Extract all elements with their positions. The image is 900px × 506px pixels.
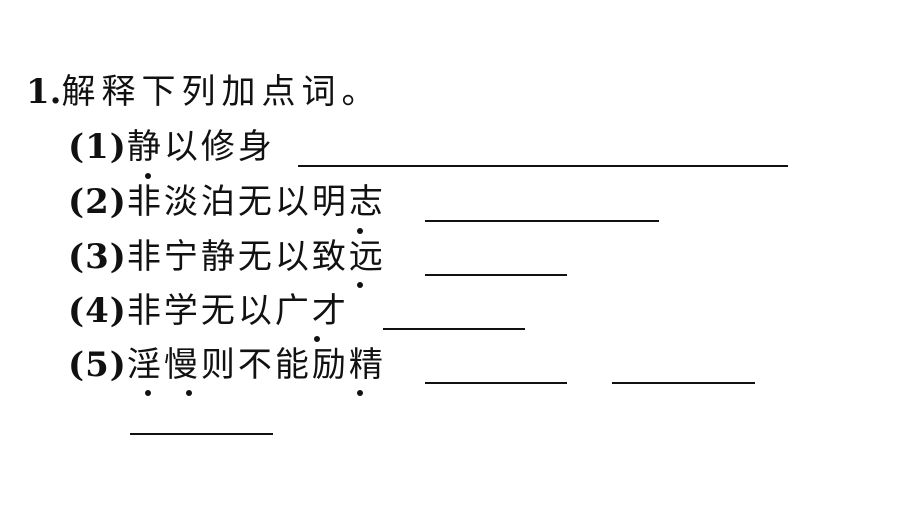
- item-4: (4)非学无以广才: [68, 291, 349, 331]
- item-2: (2)非淡泊无以明志: [68, 182, 386, 222]
- answer-blank-1[interactable]: [298, 165, 788, 167]
- question-title: 1.解释下列加点词。: [26, 72, 382, 112]
- item-label: (5): [68, 345, 127, 385]
- item-phrase: 非宁静无以致远: [126, 237, 386, 277]
- item-phrase: 非淡泊无以明志: [126, 182, 386, 222]
- emphasis-dot: [357, 390, 363, 396]
- item-phrase: 非学无以广才: [126, 291, 349, 331]
- question-number: 1.: [26, 72, 62, 112]
- item-label: (3): [68, 237, 127, 277]
- item-5: (5)淫慢则不能励精: [68, 345, 386, 385]
- answer-blank-5a[interactable]: [425, 382, 567, 384]
- answer-blank-4[interactable]: [383, 328, 525, 330]
- emphasis-dot: [145, 390, 151, 396]
- item-3: (3)非宁静无以致远: [68, 237, 386, 277]
- emphasis-dot: [357, 282, 363, 288]
- question-prompt: 解释下列加点词。: [61, 72, 382, 112]
- item-label: (1): [68, 127, 127, 167]
- item-phrase: 静以修身: [126, 127, 275, 167]
- answer-blank-5c[interactable]: [130, 433, 273, 435]
- emphasis-dot: [357, 228, 363, 234]
- item-label: (2): [68, 182, 127, 222]
- answer-blank-2[interactable]: [425, 220, 659, 222]
- emphasis-dot: [145, 173, 151, 179]
- item-1: (1)静以修身: [68, 127, 275, 167]
- emphasis-dot: [314, 336, 320, 342]
- answer-blank-3[interactable]: [425, 274, 567, 276]
- item-phrase: 淫慢则不能励精: [126, 345, 386, 385]
- item-label: (4): [68, 291, 127, 331]
- answer-blank-5b[interactable]: [612, 382, 755, 384]
- emphasis-dot: [186, 390, 192, 396]
